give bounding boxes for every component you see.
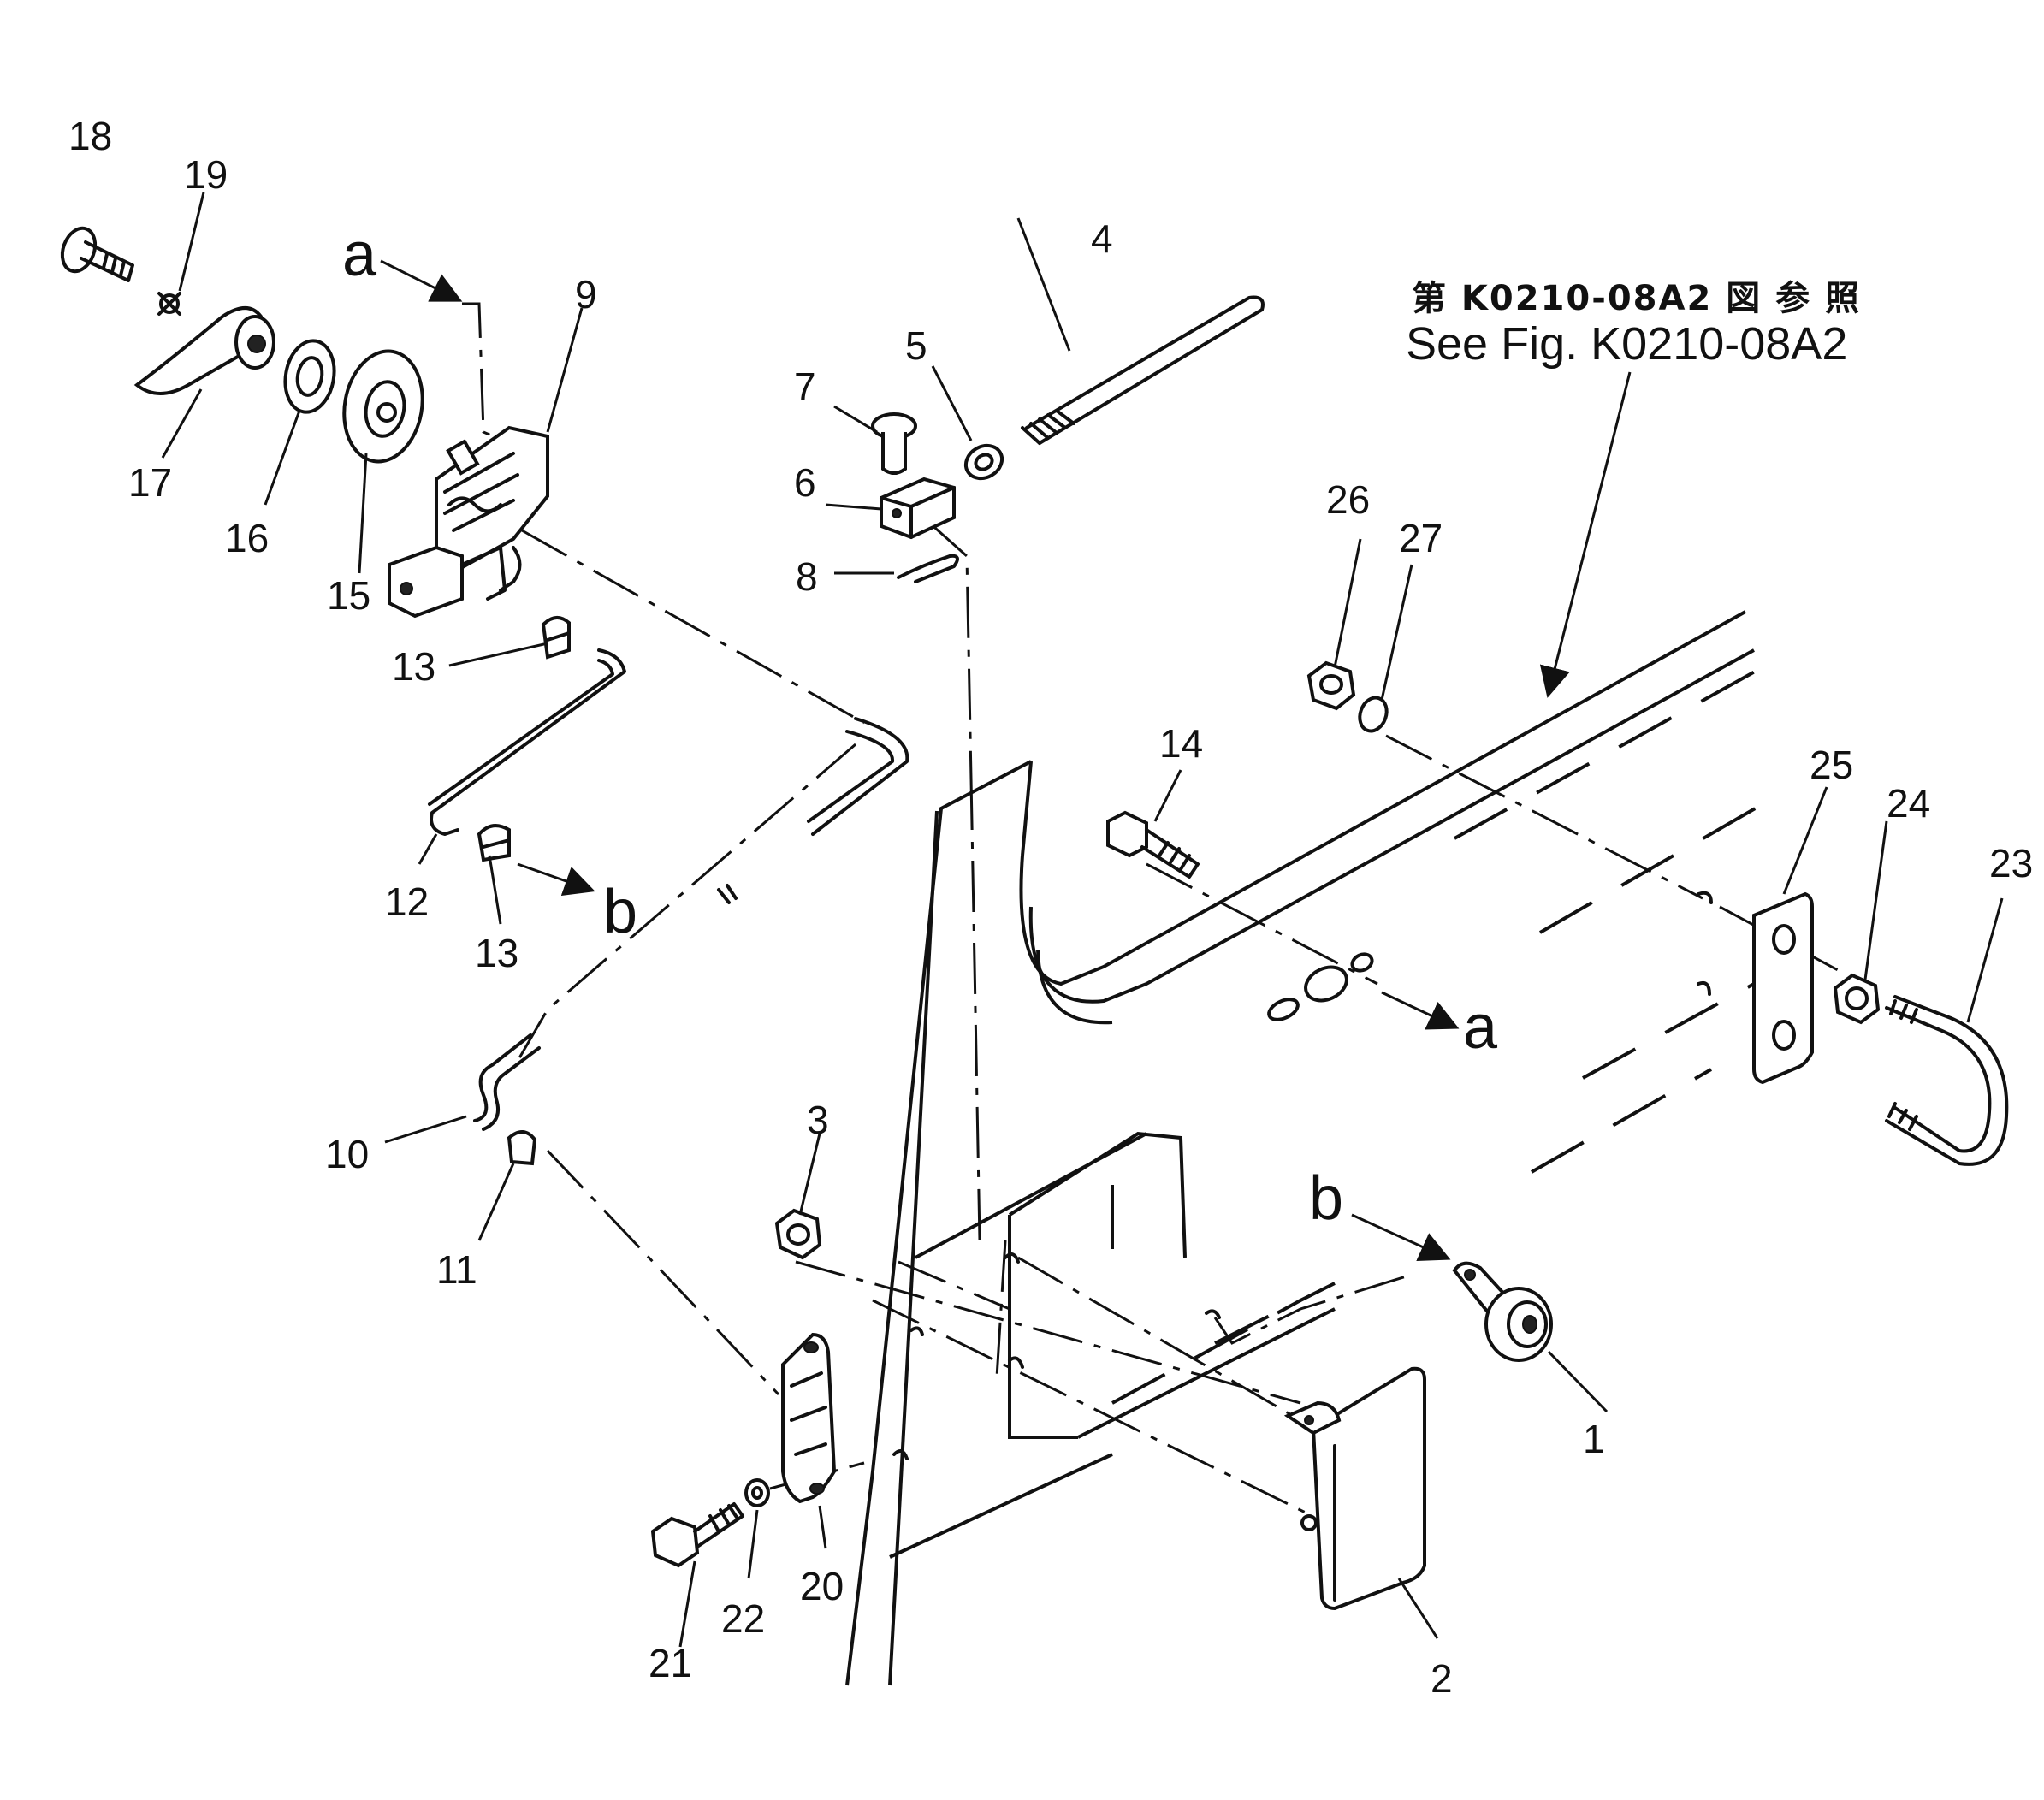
callout-22: 22 [721,1596,765,1641]
part-23-u-bolt [1885,995,2009,1166]
callout-27: 27 [1399,516,1443,560]
callout-4: 4 [1091,216,1113,261]
callout-23: 23 [1989,841,2033,885]
reference-en: See Fig. K0210-08A2 [1406,318,1847,370]
part-link-set [1267,891,1713,1021]
part-18-bolt [60,226,134,282]
letter-a-lower: a [1463,993,1498,1062]
callout-2: 2 [1431,1656,1453,1701]
part-3-nut [774,1208,822,1260]
part-19-lock-washer [157,292,181,316]
part-11-clip [507,1130,537,1166]
part-24-nut [1833,973,1881,1025]
part-16-washer [283,339,336,414]
part-7-pin [871,412,917,475]
part-5-nut [963,443,1004,481]
callout-20: 20 [800,1564,844,1608]
callout-15: 15 [327,573,370,618]
callout-1: 1 [1583,1417,1605,1461]
callout-11: 11 [436,1247,477,1292]
callout-9: 9 [575,272,597,317]
part-6-block [880,477,956,540]
callout-13-lower: 13 [475,931,518,975]
part-17-handle [133,306,275,395]
reference-note: 第 K0210-08A2 図 参 照 See Fig. K0210-08A2 [1406,279,1861,370]
callout-17: 17 [128,460,172,505]
letter-b-left: b [603,878,637,946]
callout-8: 8 [796,554,818,599]
letter-a-upper: a [342,221,377,289]
part-22-washer [744,1478,770,1507]
part-21-bolt [650,1502,744,1568]
callout-21: 21 [649,1641,692,1685]
reference-jp: 第 K0210-08A2 図 参 照 [1412,279,1861,318]
part-2-cover [1283,1366,1426,1611]
part-27-washer [1358,696,1389,733]
part-10-long-rod [473,717,909,1131]
part-13-clip-upper [541,616,571,660]
part-8-cotter-pin [897,554,959,583]
callout-19: 19 [184,152,228,197]
callout-24: 24 [1887,781,1930,826]
part-20-latch [781,1332,837,1504]
callout-5: 5 [905,323,927,368]
door-frame [845,610,1763,1686]
callout-16: 16 [225,516,269,560]
part-1-lock-cylinder [1452,1261,1553,1362]
leader-lines [161,192,2004,1648]
part-12-rod [428,648,626,836]
letter-markers: a b a b [342,221,1498,1233]
part-13-clip-lower [477,824,511,862]
callout-18: 18 [68,114,112,158]
part-25-plate [1752,891,1814,1085]
part-4-rod [1021,295,1265,445]
callout-13-upper: 13 [392,644,435,689]
callout-26: 26 [1326,477,1370,522]
assembly-lines [462,302,1840,1516]
part-26-nut [1306,660,1356,711]
letter-b-right: b [1309,1164,1343,1233]
callout-6: 6 [794,460,816,505]
callout-14: 14 [1159,721,1203,766]
door-fastener-marks [892,1252,1221,1460]
part-9-lock-assembly [388,425,549,619]
callout-7: 7 [794,364,816,409]
part-14-bolt [1106,810,1200,879]
callout-25: 25 [1810,743,1853,787]
callout-labels: 1 2 3 4 5 6 7 8 9 10 11 12 13 13 14 15 1… [68,114,2033,1701]
callout-12: 12 [385,879,429,924]
callout-3: 3 [807,1098,829,1142]
part-15-escutcheon [342,349,424,464]
direction-arrows [380,259,1460,1261]
callout-10: 10 [325,1132,369,1176]
